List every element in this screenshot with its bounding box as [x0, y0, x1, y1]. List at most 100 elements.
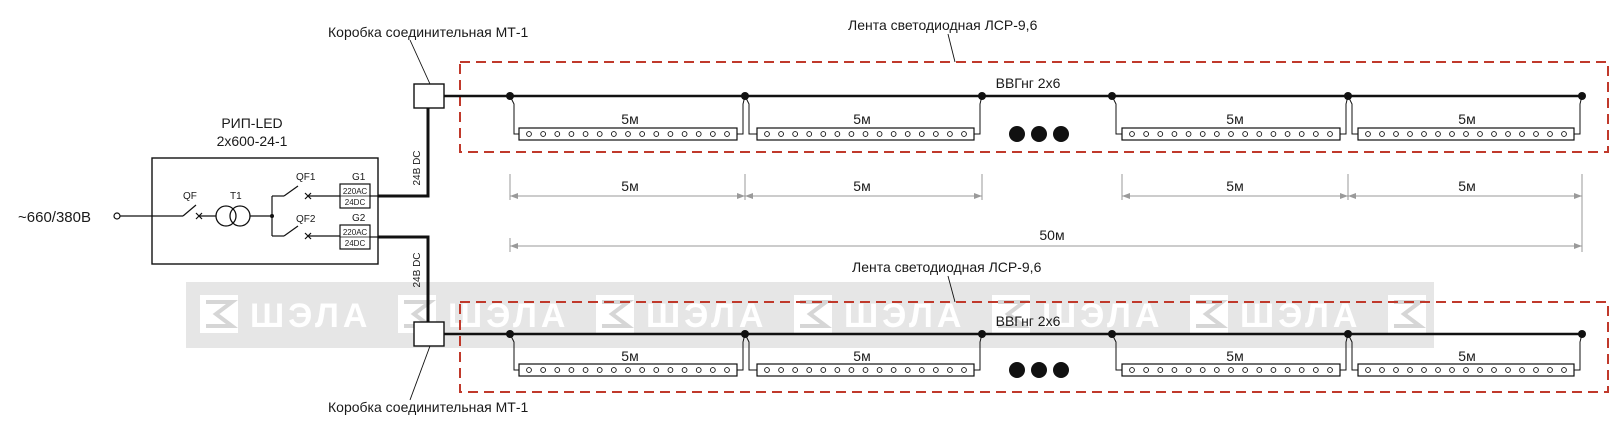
led-dot	[596, 131, 603, 137]
led-dot	[639, 131, 645, 137]
led-dot	[1327, 367, 1333, 373]
led-dot	[681, 367, 688, 373]
leader-box-top	[409, 39, 431, 85]
led-dot	[904, 131, 911, 137]
led-dot	[1365, 131, 1371, 137]
ellipsis-dot	[1053, 362, 1069, 378]
led-dot	[554, 131, 561, 137]
led-dot	[667, 367, 674, 373]
led-dot	[1214, 131, 1220, 137]
t1-label: T1	[230, 191, 242, 202]
led-dot	[1421, 131, 1427, 137]
led-dot	[639, 367, 645, 373]
strip-label-bottom: Лента светодиодная ЛСР-9,6	[852, 259, 1042, 275]
led-dot	[848, 131, 855, 137]
watermark-text-3: ШЭЛА	[646, 297, 767, 335]
transformer-coil-2	[229, 205, 251, 227]
led-dot	[1547, 367, 1553, 373]
led-dot	[933, 367, 939, 373]
ellipsis-dot	[1053, 126, 1069, 142]
watermark-logo-icon	[794, 295, 832, 333]
watermark-logo-icon	[200, 295, 238, 333]
led-dot	[1505, 367, 1511, 373]
led-dot	[611, 131, 617, 137]
qf-label: QF	[183, 191, 197, 202]
strip-length-top-2: 5м	[853, 111, 870, 127]
dc-feeders: 24В DC 24В DC	[378, 108, 430, 322]
led-dot	[918, 367, 925, 373]
watermark-logo-icon	[1190, 295, 1228, 333]
led-dot	[681, 131, 688, 137]
led-dot	[947, 367, 953, 373]
led-dot	[1393, 131, 1399, 137]
led-dot	[1298, 367, 1305, 373]
led-dot	[834, 367, 841, 373]
strip-enclosure-bottom	[459, 301, 1609, 393]
led-dot	[1327, 131, 1333, 137]
led-dot	[1313, 131, 1319, 137]
watermark-text-4: ШЭЛА	[844, 297, 965, 335]
led-dot	[540, 131, 546, 137]
led-dot	[1270, 131, 1277, 137]
led-dot	[1491, 131, 1497, 137]
led-dot	[1199, 131, 1206, 137]
led-dot	[568, 367, 575, 373]
input-terminal	[113, 212, 121, 220]
led-dot	[1519, 131, 1525, 137]
junction-box-bottom	[413, 321, 445, 347]
qf1-switch	[283, 185, 299, 197]
g1-label: G1	[352, 172, 366, 183]
strip-length-bottom-3: 5м	[1226, 348, 1243, 364]
led-dot	[1171, 131, 1178, 137]
led-dot	[1463, 367, 1469, 373]
input-voltage-label: ~660/380В	[18, 209, 91, 226]
led-dot	[862, 367, 869, 373]
ellipsis-dot	[1031, 126, 1047, 142]
led-dot	[1435, 367, 1441, 373]
led-dot	[1185, 367, 1192, 373]
led-dot	[1298, 131, 1305, 137]
leader-box-bottom	[409, 345, 431, 401]
g2-ac: 220АС	[343, 228, 368, 237]
led-dot	[1407, 131, 1413, 137]
g1-ac: 220АС	[343, 187, 368, 196]
led-dot	[1435, 131, 1441, 137]
watermark-text-2: ШЭЛА	[448, 297, 569, 335]
led-dot	[961, 131, 967, 137]
strip-length-top-4: 5м	[1458, 111, 1475, 127]
led-dot	[1313, 367, 1319, 373]
led-dot	[1491, 367, 1497, 373]
led-dot	[1379, 131, 1385, 137]
led-dot	[1143, 131, 1149, 137]
junction-box-label-bottom: Коробка соединительная МТ-1	[328, 399, 529, 415]
led-dot	[568, 131, 575, 137]
led-dot	[848, 367, 855, 373]
led-dot	[695, 131, 702, 137]
led-dot	[724, 131, 730, 137]
qf2-switch	[283, 225, 299, 237]
led-dot	[834, 131, 841, 137]
led-dot	[625, 367, 631, 373]
led-dot	[667, 131, 674, 137]
led-dot	[1129, 367, 1135, 373]
led-dot	[710, 367, 716, 373]
led-dot	[1143, 367, 1149, 373]
led-dot	[1256, 131, 1263, 137]
junction-box-top	[413, 83, 445, 109]
led-dot	[1228, 131, 1234, 137]
led-dot	[1449, 131, 1455, 137]
led-strip-row-top	[444, 92, 1586, 142]
psu-name: РИП-LED	[221, 115, 282, 131]
led-dot	[1256, 367, 1263, 373]
led-dot	[554, 367, 561, 373]
led-dot	[918, 131, 925, 137]
led-dot	[1228, 367, 1234, 373]
led-dot	[526, 131, 532, 137]
watermark-text-6: ШЭЛА	[1240, 297, 1361, 335]
led-dot	[1533, 367, 1539, 373]
led-dot	[1561, 131, 1567, 137]
led-dot	[1171, 367, 1178, 373]
led-dot	[764, 367, 770, 373]
led-dot	[764, 131, 770, 137]
